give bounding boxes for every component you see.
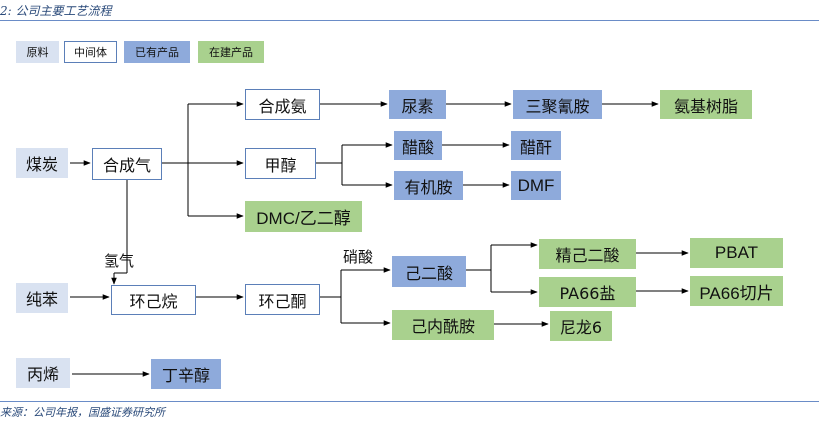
legend-building: 在建产品	[198, 41, 264, 63]
figure-caption: 2: 公司主要工艺流程	[0, 4, 112, 18]
node-organic-amine: 有机胺	[394, 171, 463, 200]
node-methanol: 甲醇	[245, 148, 316, 179]
node-pbat: PBAT	[690, 238, 783, 268]
node-syngas: 合成气	[92, 148, 162, 180]
legend-intermediate: 中间体	[64, 41, 117, 63]
node-cyclohexane: 环己烷	[111, 285, 196, 315]
legend-raw: 原料	[16, 41, 59, 63]
node-caprolactam: 己内酰胺	[392, 310, 494, 340]
source-note: 来源：公司年报，国盛证券研究所	[0, 406, 165, 419]
node-pa66-chips: PA66切片	[690, 276, 783, 306]
top-divider	[0, 20, 819, 21]
bottom-divider	[0, 401, 819, 402]
node-adipic-acid: 己二酸	[392, 256, 466, 287]
legend-existing: 已有产品	[124, 41, 190, 63]
node-dmf: DMF	[511, 171, 561, 200]
label-hydrogen: 氢气	[104, 252, 135, 270]
node-coal: 煤炭	[16, 148, 68, 178]
node-ammonia: 合成氨	[245, 89, 320, 120]
node-cyclohexanone: 环己酮	[245, 284, 320, 315]
label-nitric-acid: 硝酸	[343, 248, 374, 266]
node-acetic-acid: 醋酸	[394, 131, 442, 160]
node-benzene: 纯苯	[16, 283, 68, 313]
node-refined-adipic-acid: 精己二酸	[539, 239, 636, 269]
node-propylene: 丙烯	[16, 358, 70, 388]
node-dmc-eg: DMC/乙二醇	[245, 201, 362, 232]
node-melamine: 三聚氰胺	[513, 90, 602, 119]
node-octanol: 丁辛醇	[151, 359, 221, 389]
node-nylon6: 尼龙6	[550, 311, 612, 341]
node-pa66-salt: PA66盐	[539, 277, 636, 307]
node-amino-resin: 氨基树脂	[660, 90, 752, 119]
node-urea: 尿素	[389, 90, 446, 119]
node-acetic-anhydride: 醋酐	[511, 131, 561, 160]
